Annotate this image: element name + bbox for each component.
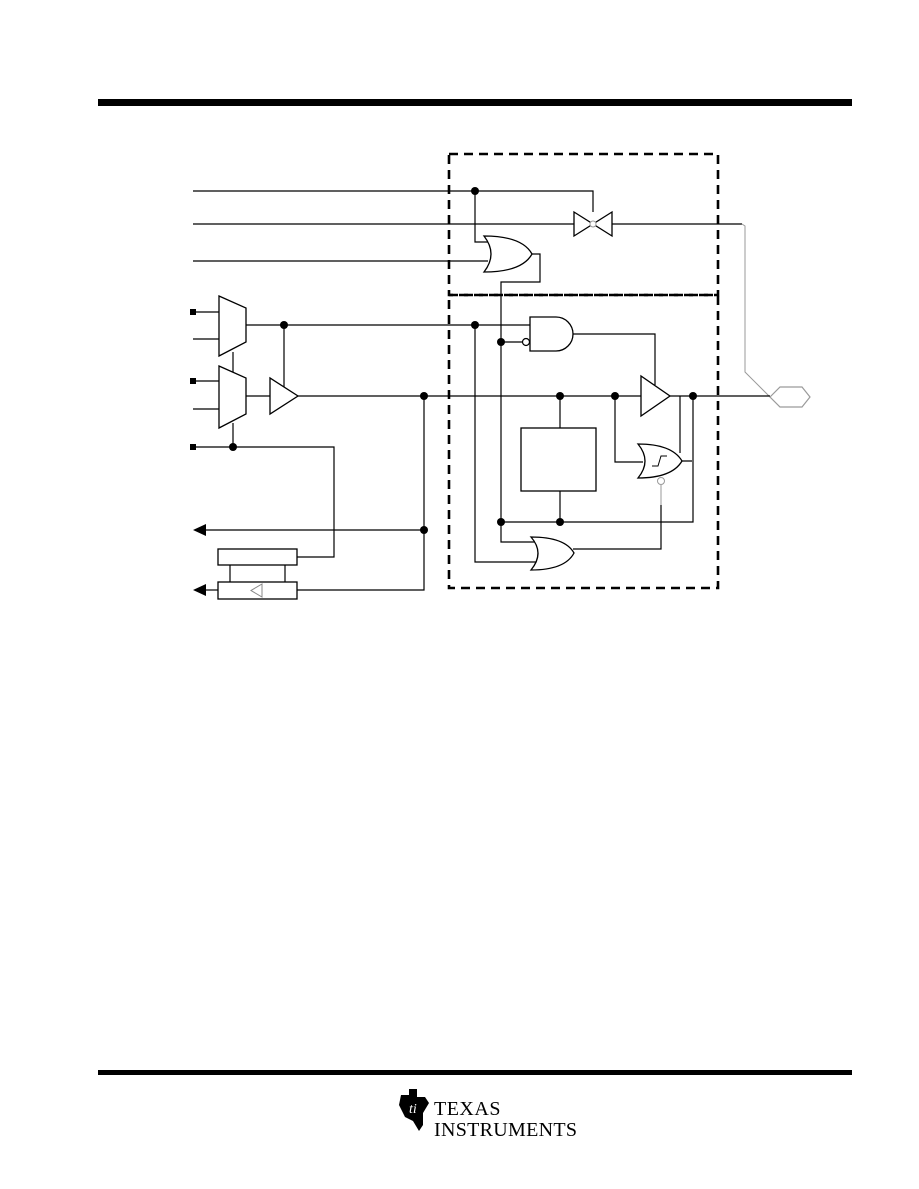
ti-logo: ti TEXAS INSTRUMENTS: [396, 1083, 577, 1143]
junction-dot: [471, 187, 479, 195]
arrow-left-icon: [193, 584, 206, 596]
logic-block: [520, 427, 597, 492]
and-gate: [529, 316, 574, 352]
wire-or-bottom-in: [474, 325, 536, 563]
transmission-gate-bubble: [589, 220, 597, 228]
buffer-left: [269, 376, 300, 416]
footer-rule: [98, 1070, 852, 1075]
wire-bubble-down-2: [573, 505, 662, 550]
pin-connector-icon: [769, 386, 811, 408]
dashed-box-upper: [447, 152, 720, 297]
wire-schmitt-out: [501, 396, 694, 523]
pin-square: [190, 309, 196, 315]
inverter-bubble: [521, 337, 531, 347]
logo-line-texas: TEXAS: [434, 1098, 501, 1120]
wire-to-pin: [741, 223, 771, 398]
transmission-gate-left: [573, 210, 595, 238]
junction-dot: [229, 443, 237, 451]
wire-readback: [297, 396, 425, 591]
wire-pin-3: [196, 446, 335, 558]
junction-dot: [556, 518, 564, 526]
ti-state-logo-icon: ti: [399, 1089, 429, 1131]
clock-triangle-icon: [250, 583, 263, 598]
arrow-left-icon: [193, 524, 206, 536]
wire-top-1-branch: [474, 191, 488, 243]
schmitt-bubble: [657, 477, 665, 485]
dashed-box-lower: [447, 293, 720, 590]
wire-and-out: [573, 333, 656, 385]
port-logic-schematic: [190, 152, 811, 600]
pin-square: [190, 378, 196, 384]
or-gate-bottom: [529, 536, 575, 571]
logo-line-instruments: INSTRUMENTS: [434, 1119, 578, 1141]
wire-latch-link: [229, 565, 286, 582]
svg-text:ti: ti: [409, 1102, 417, 1117]
wire-top-1: [193, 190, 594, 212]
register-box-upper: [217, 548, 298, 566]
header-rule: [98, 99, 852, 106]
wire-schmitt-fb: [679, 396, 692, 462]
output-buffer: [640, 374, 672, 418]
mux-upper: [218, 294, 247, 358]
wire-schmitt-in: [614, 396, 643, 463]
mux-lower: [218, 364, 247, 430]
schmitt-symbol-icon: [652, 455, 667, 467]
wire-or-top-out: [500, 253, 541, 522]
or-gate-top: [482, 235, 533, 273]
pin-square: [190, 444, 196, 450]
